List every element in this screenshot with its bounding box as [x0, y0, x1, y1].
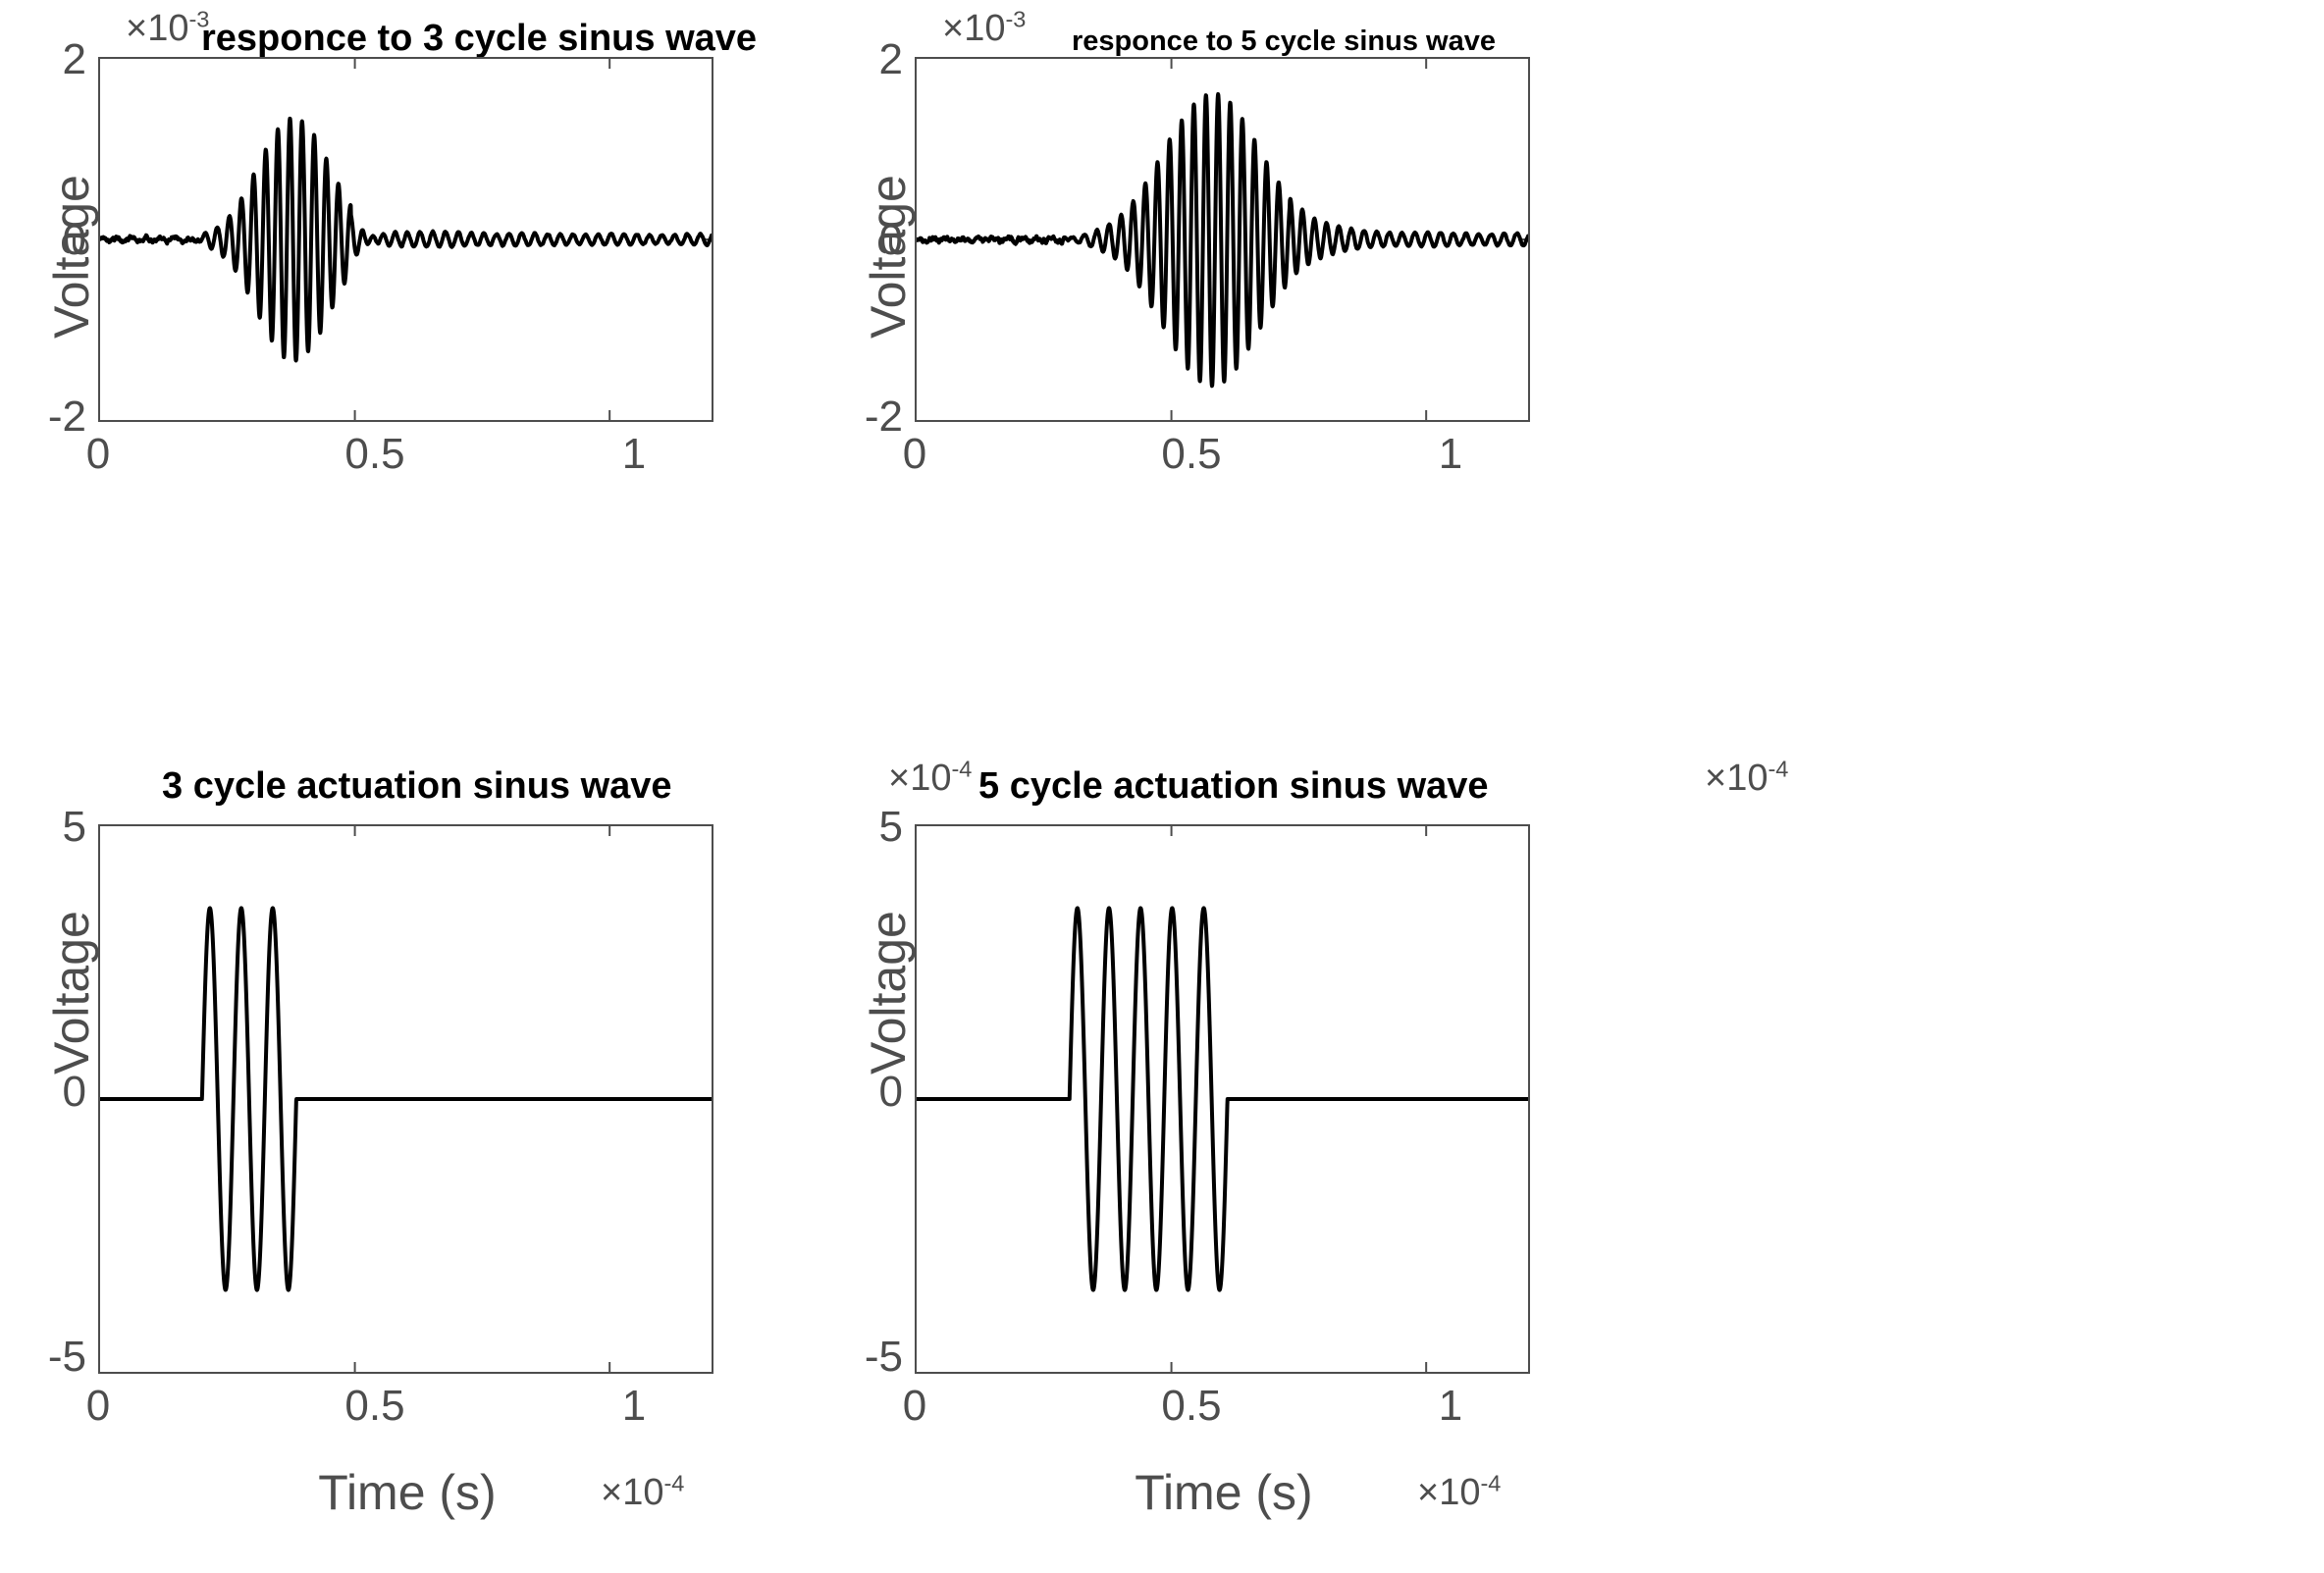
- title-bottom-right: 5 cycle actuation sinus wave: [978, 765, 1489, 807]
- xtick-top-right-2: 1: [1438, 430, 1463, 478]
- title-top-right: responce to 5 cycle sinus wave: [1072, 26, 1496, 57]
- ytick-top-right-2: -2: [864, 393, 903, 441]
- waveform-bottom_right: [917, 826, 1528, 1372]
- waveform-bottom_left: [100, 826, 712, 1372]
- ytick-top-right-0: 2: [878, 35, 903, 83]
- plot-area-top-left[interactable]: [98, 57, 713, 422]
- waveform-top_left: [100, 59, 712, 420]
- xtick-top-left-0: 0: [85, 430, 111, 478]
- y-exponent-bottom-right: ×10-4: [1705, 756, 1789, 799]
- title-top-left: responce to 3 cycle sinus wave: [201, 18, 758, 59]
- ytick-bottom-left-1: 0: [62, 1068, 86, 1116]
- xtick-bottom-left-2: 1: [621, 1382, 647, 1430]
- plot-area-bottom-left[interactable]: [98, 824, 713, 1374]
- waveform-top_right: [917, 59, 1528, 420]
- xtick-bottom-right-1: 0.5: [1161, 1382, 1222, 1430]
- data-line-top_right: [917, 91, 1528, 389]
- ylabel-bottom-right: Voltage: [861, 911, 916, 1075]
- xtick-top-left-1: 0.5: [344, 430, 405, 478]
- xlabel-bottom-right: Time (s): [1135, 1465, 1313, 1520]
- data-line-bottom_right: [917, 906, 1528, 1292]
- xtick-top-right-1: 0.5: [1161, 430, 1222, 478]
- y-exponent-top-left: ×10-3: [126, 6, 210, 49]
- ytick-bottom-left-0: 5: [62, 803, 86, 851]
- data-line-top_left: [100, 116, 712, 363]
- ytick-top-right-1: 0: [878, 216, 903, 264]
- x-exponent-bottom-left: ×10-4: [601, 1470, 685, 1513]
- title-bottom-left: 3 cycle actuation sinus wave: [162, 765, 672, 807]
- y-exponent-bottom-left: ×10-4: [888, 756, 973, 799]
- ytick-top-left-2: -2: [47, 393, 86, 441]
- data-line-bottom_left: [100, 906, 712, 1292]
- ytick-top-left-0: 2: [62, 35, 86, 83]
- xtick-bottom-left-0: 0: [85, 1382, 111, 1430]
- ytick-bottom-right-1: 0: [878, 1068, 903, 1116]
- plot-area-bottom-right[interactable]: [915, 824, 1530, 1374]
- x-exponent-bottom-right: ×10-4: [1417, 1470, 1502, 1513]
- xtick-top-right-0: 0: [902, 430, 927, 478]
- xtick-bottom-right-2: 1: [1438, 1382, 1463, 1430]
- xtick-top-left-2: 1: [621, 430, 647, 478]
- y-exponent-top-right: ×10-3: [942, 6, 1027, 49]
- ylabel-bottom-left: Voltage: [44, 911, 99, 1075]
- ytick-top-left-1: 0: [62, 216, 86, 264]
- xtick-bottom-left-1: 0.5: [344, 1382, 405, 1430]
- ytick-bottom-right-2: -5: [864, 1333, 903, 1381]
- ytick-bottom-left-2: -5: [47, 1333, 86, 1381]
- xlabel-bottom-left: Time (s): [318, 1465, 497, 1520]
- xtick-bottom-right-0: 0: [902, 1382, 927, 1430]
- plot-area-top-right[interactable]: [915, 57, 1530, 422]
- ytick-bottom-right-0: 5: [878, 803, 903, 851]
